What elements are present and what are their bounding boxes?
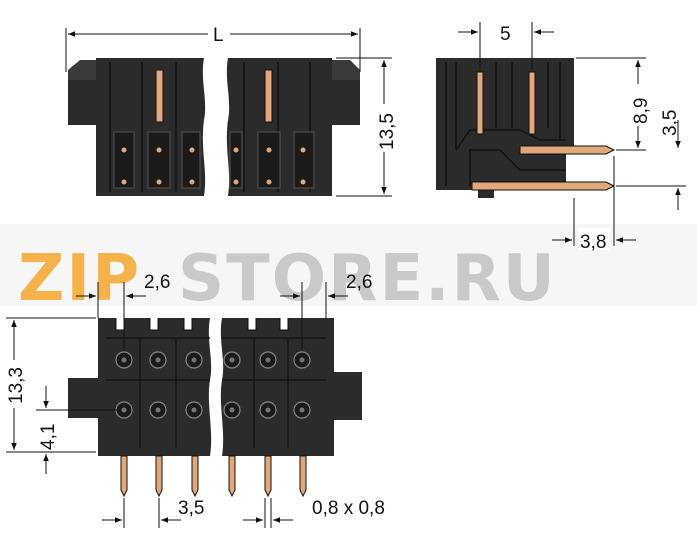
watermark-orange-text: ZIP	[18, 242, 141, 316]
side-pin-length-label: 3,8	[580, 232, 606, 253]
bottom-height-label: 13,3	[6, 367, 27, 404]
side-pitch-label: 5	[500, 24, 511, 45]
side-pin-height-label: 3,5	[660, 110, 681, 136]
right-offset-label: 2,6	[346, 272, 372, 293]
length-label: L	[213, 25, 224, 46]
left-offset-label: 2,6	[144, 272, 170, 293]
row-height-label: 4,1	[38, 424, 59, 450]
side-view: 5 8,9 3,5 3,8	[436, 22, 686, 253]
front-view: L 13,5	[65, 20, 398, 197]
front-height-label: 13,5	[377, 113, 398, 150]
watermark-grey-text: STORE.RU	[178, 242, 557, 316]
bottom-pitch-label: 3,5	[178, 498, 204, 519]
side-height-label: 8,9	[631, 98, 652, 124]
pin-size-label: 0,8 x 0,8	[312, 498, 385, 519]
bottom-view: 2,6 2,6 13,3 4,1 3,5 0,8 x 0,8	[4, 272, 385, 528]
